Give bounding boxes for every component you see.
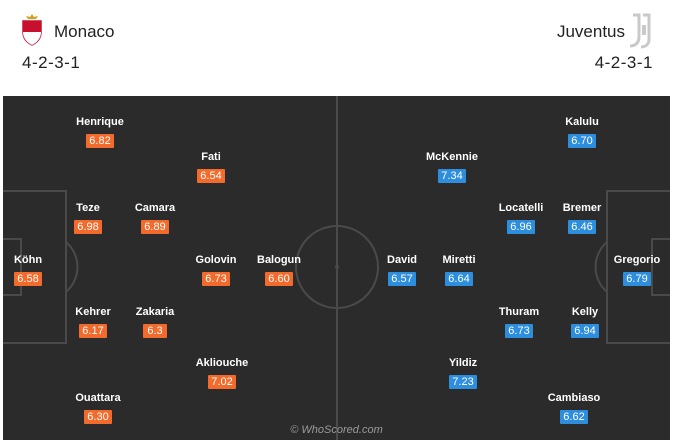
player-bremer[interactable]: Bremer 6.46: [542, 202, 622, 235]
player-name: Teze: [76, 202, 100, 214]
player-name: Cambiaso: [547, 392, 601, 404]
player-name: Zakaria: [135, 306, 175, 318]
player-kalulu[interactable]: Kalulu 6.70: [542, 116, 622, 149]
rating-badge: 6.70: [568, 134, 596, 148]
rating-badge: 6.30: [84, 410, 112, 424]
rating-badge: 6.62: [560, 410, 588, 424]
player-name: Kalulu: [565, 116, 599, 128]
player-mckennie[interactable]: McKennie 7.34: [412, 151, 492, 184]
rating-badge: 7.02: [208, 375, 236, 389]
pitch: Henrique 6.82 Fati 6.54 Teze 6.98 Camara…: [3, 96, 670, 440]
player-kelly[interactable]: Kelly 6.94: [545, 306, 625, 339]
rating-badge: 6.3: [143, 324, 167, 338]
player-name: Thuram: [498, 306, 540, 318]
rating-badge: 6.89: [141, 220, 169, 234]
rating-badge: 6.94: [571, 324, 599, 338]
player-kohn[interactable]: Köhn 6.58: [3, 254, 68, 287]
player-name: Miretti: [442, 254, 476, 266]
player-david[interactable]: David 6.57: [362, 254, 442, 287]
player-zakaria[interactable]: Zakaria 6.3: [115, 306, 195, 339]
player-name: Henrique: [76, 116, 124, 128]
rating-badge: 6.60: [265, 272, 293, 286]
player-name: Köhn: [13, 254, 43, 266]
player-name: Kehrer: [75, 306, 111, 318]
rating-badge: 6.57: [388, 272, 416, 286]
player-name: Kelly: [571, 306, 599, 318]
player-thuram[interactable]: Thuram 6.73: [479, 306, 559, 339]
pitch-markings: [3, 96, 670, 440]
player-name: Balogun: [257, 254, 301, 266]
player-kehrer[interactable]: Kehrer 6.17: [53, 306, 133, 339]
watermark: © WhoScored.com: [290, 424, 383, 436]
player-name: Bremer: [562, 202, 602, 214]
player-name: Ouattara: [75, 392, 121, 404]
rating-badge: 6.54: [197, 169, 225, 183]
player-akliouche[interactable]: Akliouche 7.02: [182, 357, 262, 390]
rating-badge: 6.64: [445, 272, 473, 286]
monaco-crest-icon[interactable]: [20, 14, 44, 46]
juventus-crest-icon[interactable]: [627, 13, 655, 49]
player-name: Locatelli: [498, 202, 544, 214]
rating-badge: 7.23: [449, 375, 477, 389]
player-name: Golovin: [195, 254, 237, 266]
away-team-name[interactable]: Juventus: [556, 22, 625, 41]
rating-badge: 6.98: [74, 220, 102, 234]
player-golovin[interactable]: Golovin 6.73: [176, 254, 256, 287]
home-team-name[interactable]: Monaco: [54, 22, 115, 41]
player-name: Camara: [134, 202, 176, 214]
rating-badge: 6.58: [14, 272, 42, 286]
rating-badge: 6.79: [623, 272, 651, 286]
player-name: Akliouche: [195, 357, 249, 369]
rating-badge: 7.34: [438, 169, 466, 183]
player-camara[interactable]: Camara 6.89: [115, 202, 195, 235]
away-formation: 4-2-3-1: [594, 53, 653, 72]
rating-badge: 6.96: [507, 220, 535, 234]
rating-badge: 6.82: [86, 134, 114, 148]
player-teze[interactable]: Teze 6.98: [48, 202, 128, 235]
player-name: Gregorio: [613, 254, 661, 266]
rating-badge: 6.73: [202, 272, 230, 286]
player-balogun[interactable]: Balogun 6.60: [239, 254, 319, 287]
player-miretti[interactable]: Miretti 6.64: [419, 254, 499, 287]
player-henrique[interactable]: Henrique 6.82: [60, 116, 140, 149]
match-header: Monaco 4-2-3-1 Juventus 4-2-3-1: [0, 0, 673, 94]
home-formation: 4-2-3-1: [22, 53, 81, 72]
player-cambiaso[interactable]: Cambiaso 6.62: [534, 392, 614, 425]
player-gregorio[interactable]: Gregorio 6.79: [597, 254, 670, 287]
player-locatelli[interactable]: Locatelli 6.96: [481, 202, 561, 235]
player-ouattara[interactable]: Ouattara 6.30: [58, 392, 138, 425]
rating-badge: 6.46: [568, 220, 596, 234]
player-yildiz[interactable]: Yildiz 7.23: [423, 357, 503, 390]
player-name: Yildiz: [448, 357, 478, 369]
rating-badge: 6.17: [79, 324, 107, 338]
player-name: Fati: [201, 151, 221, 163]
player-name: McKennie: [426, 151, 478, 163]
rating-badge: 6.73: [505, 324, 533, 338]
player-fati[interactable]: Fati 6.54: [171, 151, 251, 184]
player-name: David: [387, 254, 417, 266]
